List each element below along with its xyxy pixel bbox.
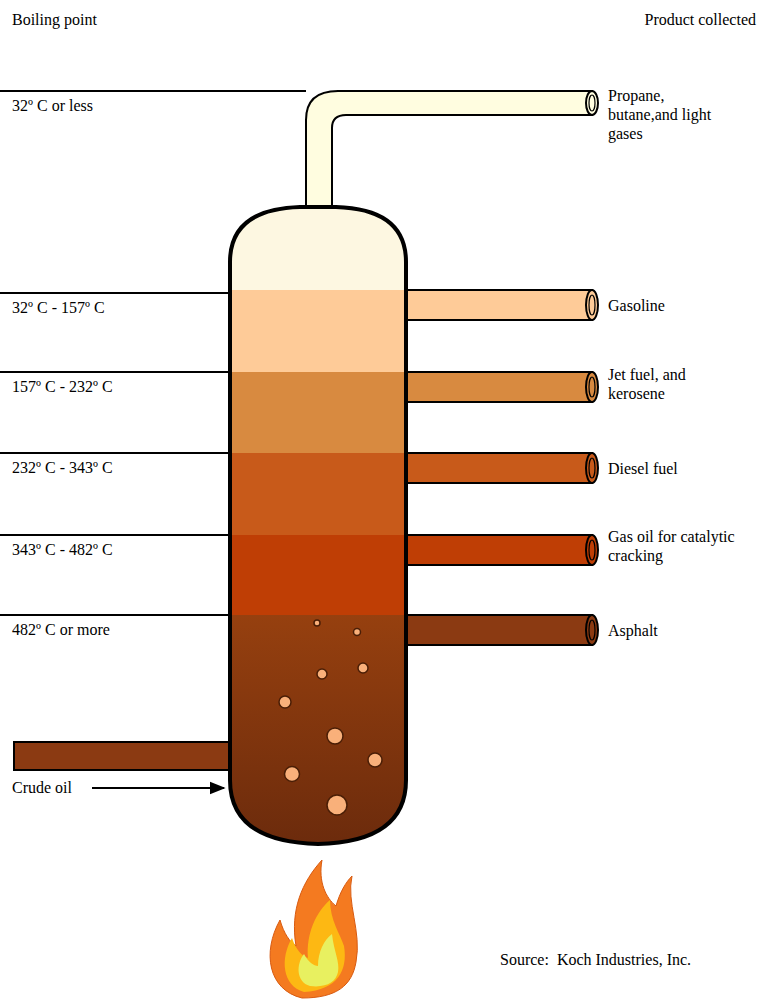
- product-name: Asphalt: [608, 621, 756, 640]
- boiling-range: 482º C or more: [12, 620, 212, 639]
- gas-pipe: [306, 91, 598, 212]
- column-header: Product collected: [596, 10, 756, 29]
- boiling-range: 32º C or less: [12, 96, 212, 115]
- product-name: Diesel fuel: [608, 459, 756, 478]
- column-bands: [220, 200, 420, 855]
- boiling-range: 232º C - 343º C: [12, 458, 212, 477]
- flame: [270, 860, 357, 998]
- product-name: Propane, butane,and light gases: [608, 86, 730, 143]
- boiling-range: 343º C - 482º C: [12, 540, 212, 559]
- product-name: Jet fuel, and kerosene: [608, 365, 730, 403]
- boiling-range: 157º C - 232º C: [12, 377, 212, 396]
- column-outline: [230, 207, 406, 844]
- column-header: Boiling point: [12, 10, 212, 29]
- inlet-arrow: [92, 787, 224, 789]
- inlet-label: Crude oil: [12, 778, 90, 797]
- product-name: Gasoline: [608, 296, 756, 315]
- boiling-range: 32º C - 157º C: [12, 298, 212, 317]
- inlet-pipe: [14, 742, 234, 770]
- product-name: Gas oil for catalytic cracking: [608, 527, 758, 565]
- product-pipes: [400, 290, 598, 645]
- bubbles: [279, 620, 382, 815]
- source-note: Source: Koch Industries, Inc.: [500, 950, 756, 969]
